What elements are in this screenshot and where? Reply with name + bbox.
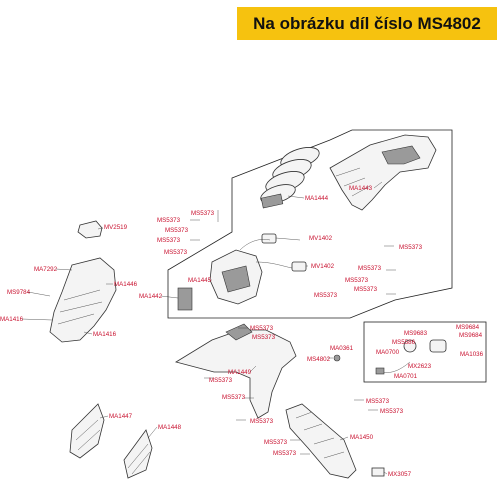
label-ma1447: MA1447: [109, 413, 133, 420]
light-assembly-frame: [363, 321, 487, 383]
license-plate-holder-part: [285, 403, 357, 479]
assembly-frame: [167, 129, 453, 319]
rear-mudguard-part: [49, 257, 117, 343]
label-mx2623: MX2623: [408, 363, 432, 370]
label-mv2519: MV2519: [104, 224, 128, 231]
screw-parts: [190, 210, 396, 455]
light-housing-part: [177, 239, 293, 311]
label-ms5373-e: MS5373: [164, 249, 188, 256]
label-ma1036: MA1036: [460, 351, 484, 358]
label-mv1402-b: MV1402: [311, 263, 335, 270]
label-ma1450: MA1450: [350, 434, 374, 441]
rear-light-lens-part: [260, 147, 320, 209]
label-ms5373-r: MS5373: [264, 439, 288, 446]
label-ms9683: MS9683: [404, 330, 428, 337]
label-ms9684-a: MS9684: [456, 324, 480, 331]
label-ms5373-g: MS5373: [358, 265, 382, 272]
rear-carrier-part: [329, 134, 437, 211]
label-ma1416-a: MA1416: [0, 316, 24, 323]
banner-title: Na obrázku díl číslo MS4802: [253, 14, 481, 33]
label-ma7292: MA7292: [34, 266, 58, 273]
label-leader-lines: [21, 181, 388, 475]
label-mv1402-a: MV1402: [309, 235, 333, 242]
title-banner: Na obrázku díl číslo MS4802: [237, 7, 497, 40]
label-ma1416-b: MA1416: [93, 331, 117, 338]
label-ma0701: MA0701: [394, 373, 418, 380]
label-ms5373-d: MS5373: [157, 237, 181, 244]
label-ma0361: MA0361: [330, 345, 354, 352]
label-ms5373-j: MS5373: [314, 292, 338, 299]
label-ms5373-o: MS5373: [366, 398, 390, 405]
label-ms5373-k: MS5373: [250, 325, 274, 332]
label-mx3057: MX3057: [388, 471, 412, 478]
label-ms4802: MS4802: [307, 356, 331, 363]
label-ms5373-s: MS5373: [273, 450, 297, 457]
label-ms5373-l: MS5373: [252, 334, 276, 341]
label-ma0700: MA0700: [376, 349, 400, 356]
label-ms5373-b: MS5373: [157, 217, 181, 224]
label-ms5373-f: MS5373: [399, 244, 423, 251]
label-ma1448: MA1448: [158, 424, 182, 431]
side-cover-parts: [69, 403, 153, 479]
label-ms5373-h: MS5373: [345, 277, 369, 284]
small-plate-part: [371, 467, 385, 477]
label-ms5373-p: MS5373: [380, 408, 404, 415]
label-ms5373-c: MS5373: [165, 227, 189, 234]
label-ma1449: MA1449: [228, 369, 252, 376]
label-ms5373-i: MS5373: [354, 286, 378, 293]
label-ms9684-b: MS9684: [459, 332, 483, 339]
label-ms5373-q: MS5373: [250, 418, 274, 425]
label-ma1442: MA1442: [139, 293, 163, 300]
label-ms5373-n: MS5373: [222, 394, 246, 401]
label-ms9784: MS9784: [7, 289, 31, 296]
label-ma1446: MA1446: [114, 281, 138, 288]
indicator-light-parts: [375, 339, 447, 375]
bolt-ms4802: [328, 354, 341, 362]
label-ms5586: MS5586: [392, 339, 416, 346]
part-labels: MA1443 MA1444 MV2519 MS5373 MS5373 MS537…: [0, 185, 484, 478]
label-ms5373-a: MS5373: [191, 210, 215, 217]
bulb-socket-parts: [261, 233, 308, 272]
label-ma1443: MA1443: [349, 185, 373, 192]
label-ma1445: MA1445: [188, 277, 212, 284]
label-ms5373-m: MS5373: [209, 377, 233, 384]
label-ma1444: MA1444: [305, 195, 329, 202]
clip-part: [77, 220, 103, 239]
